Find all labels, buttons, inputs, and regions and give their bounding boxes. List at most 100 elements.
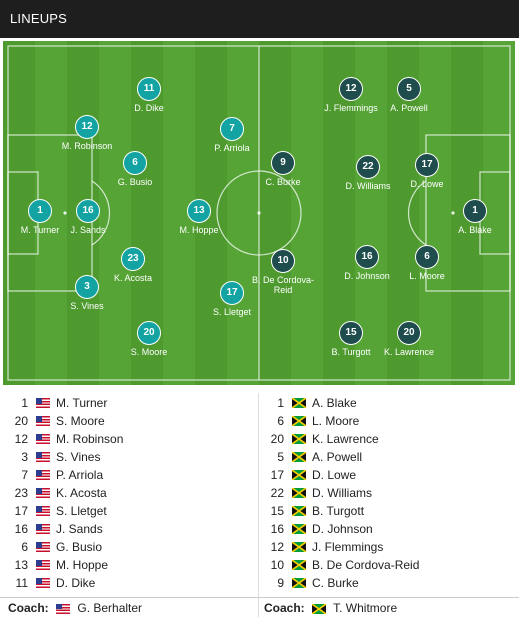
player-name: D. Lowe [410,179,444,189]
lineup-player-name: J. Flemmings [312,540,384,554]
lineup-player-name: C. Burke [312,576,359,590]
usa-flag-icon [36,488,50,498]
usa-flag-icon [36,434,50,444]
lineup-player-name: D. Williams [312,486,372,500]
lineup-player-name: M. Turner [56,396,108,410]
lineup-row[interactable]: 12 J. Flemmings [260,537,515,555]
player-name: M. Robinson [61,141,113,151]
lineup-player-name: M. Robinson [56,432,124,446]
player-number-badge: 17 [220,281,244,305]
jamaica-coach-name: T. Whitmore [333,601,398,615]
lineup-number: 16 [270,522,284,536]
lineup-number: 12 [14,432,28,446]
column-divider [258,393,259,617]
lineup-player-name: A. Powell [312,450,363,464]
usa-flag-icon [36,470,50,480]
lineup-row[interactable]: 7 P. Arriola [4,465,259,483]
player-number-badge: 10 [271,249,295,273]
player-name: C. Burke [265,177,301,187]
lineup-row[interactable]: 17 D. Lowe [260,465,515,483]
lineup-player-name: G. Busio [56,540,103,554]
player-number-badge: 23 [121,247,145,271]
lineup-number: 6 [21,540,28,554]
lineup-player-name: D. Lowe [312,468,357,482]
player-number-badge: 3 [75,275,99,299]
lineup-row[interactable]: 12 M. Robinson [4,429,259,447]
player-name: P. Arriola [214,143,250,153]
player-name: D. Dike [134,103,164,113]
lineup-number: 17 [14,504,28,518]
lineup-player-name: K. Lawrence [312,432,379,446]
player-number-badge: 20 [397,321,421,345]
jamaica-pitch-player[interactable]: 9 C. Burke [238,151,328,187]
lineup-number: 23 [14,486,28,500]
jamaica-flag-icon [312,603,327,614]
player-name: D. Johnson [344,271,390,281]
jamaica-flag-icon [292,560,306,570]
lineup-number: 17 [270,468,284,482]
jamaica-flag-icon [292,542,306,552]
lineup-player-name: M. Hoppe [56,558,109,572]
player-number-badge: 6 [415,245,439,269]
usa-pitch-player[interactable]: 3 S. Vines [42,275,132,311]
player-number-badge: 13 [187,199,211,223]
player-number-badge: 16 [76,199,100,223]
usa-flag-icon [36,416,50,426]
lineup-player-name: P. Arriola [56,468,104,482]
usa-coach: Coach: G. Berhalter [8,601,142,615]
lineup-number: 12 [270,540,284,554]
usa-flag-icon [36,542,50,552]
usa-flag-icon [36,524,50,534]
jamaica-flag-icon [292,452,306,462]
lineup-row[interactable]: 6 G. Busio [4,537,259,555]
lineup-number: 7 [21,468,28,482]
jamaica-flag-icon [292,488,306,498]
player-name: B. Turgott [331,347,371,357]
player-number-badge: 9 [271,151,295,175]
player-number-badge: 5 [397,77,421,101]
jamaica-flag-icon [292,416,306,426]
lineup-player-name: A. Blake [312,396,357,410]
player-name: S. Vines [70,301,104,311]
lineup-number: 10 [270,558,284,572]
